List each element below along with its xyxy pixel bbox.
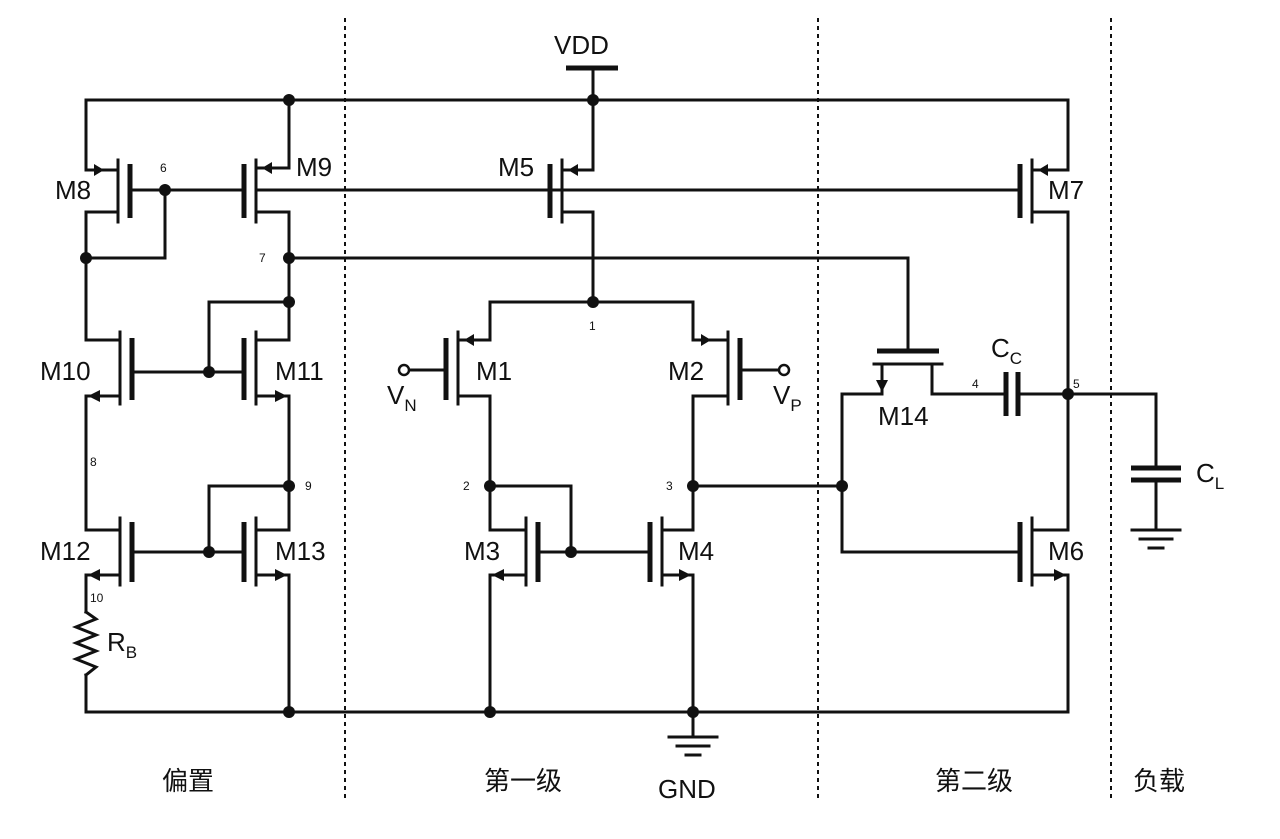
load-wire xyxy=(1066,392,1158,468)
m9-arrow-icon xyxy=(262,162,272,174)
junction-dot xyxy=(203,366,215,378)
cc-label: CC xyxy=(991,333,1022,368)
node-label-10: 10 xyxy=(90,591,104,605)
junction-dot xyxy=(1062,388,1074,400)
labels: VDD GND M8 M9 M5 M7 M10 M11 M1 M2 M14 M1… xyxy=(40,30,1224,804)
junction-dot xyxy=(159,184,171,196)
junction-dot xyxy=(587,296,599,308)
node-label-3: 3 xyxy=(666,479,673,493)
m4-arrow-icon xyxy=(679,569,691,581)
vdd-supply xyxy=(84,65,1070,172)
junction-dot xyxy=(565,546,577,558)
junction-dot xyxy=(203,546,215,558)
node-label-2: 2 xyxy=(463,479,470,493)
m5-label: M5 xyxy=(498,152,534,182)
transistor-m3 xyxy=(488,516,541,587)
node-label-5: 5 xyxy=(1073,377,1080,391)
node-label-6: 6 xyxy=(160,161,167,175)
stage1-section xyxy=(397,158,844,714)
junction-dots xyxy=(80,94,1074,718)
load-section xyxy=(1066,392,1182,550)
transistor-m7 xyxy=(1017,158,1070,224)
transistor-m12 xyxy=(84,516,135,587)
transistor-m4 xyxy=(647,516,695,587)
vp-input-terminal xyxy=(777,363,791,377)
rb-label: RB xyxy=(107,627,137,662)
m4-label: M4 xyxy=(678,536,714,566)
node-label-8: 8 xyxy=(90,455,97,469)
vn-input-terminal xyxy=(397,363,411,377)
junction-dot xyxy=(283,296,295,308)
transistor-m1 xyxy=(443,330,492,406)
junction-dot xyxy=(687,706,699,718)
transistor-m9 xyxy=(241,158,291,224)
bias-section xyxy=(71,158,1022,714)
junction-dot xyxy=(687,480,699,492)
node-label-7: 7 xyxy=(259,251,266,265)
m9-label: M9 xyxy=(296,152,332,182)
node-label-4: 4 xyxy=(972,377,979,391)
m6-label: M6 xyxy=(1048,536,1084,566)
junction-dot xyxy=(80,252,92,264)
m14-arrow-icon xyxy=(876,380,888,392)
m8-arrow-icon xyxy=(94,164,104,176)
m6-arrow-icon xyxy=(1054,569,1066,581)
m13-arrow-icon xyxy=(275,569,287,581)
m13-diode-wire xyxy=(207,484,291,554)
junction-dot xyxy=(836,480,848,492)
junction-dot xyxy=(283,706,295,718)
transistor-m11 xyxy=(241,330,291,406)
m2-arrow-icon xyxy=(701,334,711,346)
transistor-m14 xyxy=(872,348,944,396)
transistor-m8 xyxy=(84,158,133,224)
m3-arrow-icon xyxy=(492,569,504,581)
m10-label: M10 xyxy=(40,356,91,386)
node-label-1: 1 xyxy=(589,319,596,333)
junction-dot xyxy=(484,480,496,492)
junction-dot xyxy=(283,252,295,264)
m7-label: M7 xyxy=(1048,175,1084,205)
junction-dot xyxy=(587,94,599,106)
resistor-rb xyxy=(71,609,101,678)
m11-diode-wire xyxy=(207,300,291,374)
junction-dot xyxy=(283,480,295,492)
section-label-stage1: 第一级 xyxy=(484,767,562,797)
vp-label: VP xyxy=(773,380,802,415)
ground-rail xyxy=(84,573,1070,714)
cl-label: CL xyxy=(1196,458,1224,493)
m1-arrow-icon xyxy=(464,334,474,346)
section-label-bias: 偏置 xyxy=(162,767,214,797)
vn-label: VN xyxy=(387,380,417,415)
m3-diode-wire xyxy=(488,484,573,554)
m3-label: M3 xyxy=(464,536,500,566)
transistor-m5 xyxy=(547,158,595,224)
m8-label: M8 xyxy=(55,175,91,205)
transistor-m13 xyxy=(241,516,291,587)
m5-arrow-icon xyxy=(568,164,578,176)
m12-arrow-icon xyxy=(88,569,100,581)
junction-dot xyxy=(283,94,295,106)
gnd-label: GND xyxy=(658,774,716,804)
m12-label: M12 xyxy=(40,536,91,566)
m11-label: M11 xyxy=(275,356,324,386)
m14-label: M14 xyxy=(878,401,929,431)
gnd-rail xyxy=(84,573,1070,757)
m10-arrow-icon xyxy=(88,390,100,402)
node-label-9: 9 xyxy=(305,479,312,493)
vdd-label: VDD xyxy=(554,30,609,60)
stage2-section xyxy=(840,158,1070,587)
section-label-load: 负载 xyxy=(1133,767,1185,797)
m1-label: M1 xyxy=(476,356,512,386)
m2-label: M2 xyxy=(668,356,704,386)
m6-gate-wire xyxy=(840,392,1022,554)
transistor-m10 xyxy=(84,256,135,406)
m7-arrow-icon xyxy=(1038,164,1048,176)
m13-label: M13 xyxy=(275,536,326,566)
junction-dot xyxy=(484,706,496,718)
section-dividers xyxy=(344,18,1112,800)
section-label-stage2: 第二级 xyxy=(935,767,1013,797)
m11-arrow-icon xyxy=(275,390,287,402)
vdd-rail xyxy=(84,98,1070,172)
